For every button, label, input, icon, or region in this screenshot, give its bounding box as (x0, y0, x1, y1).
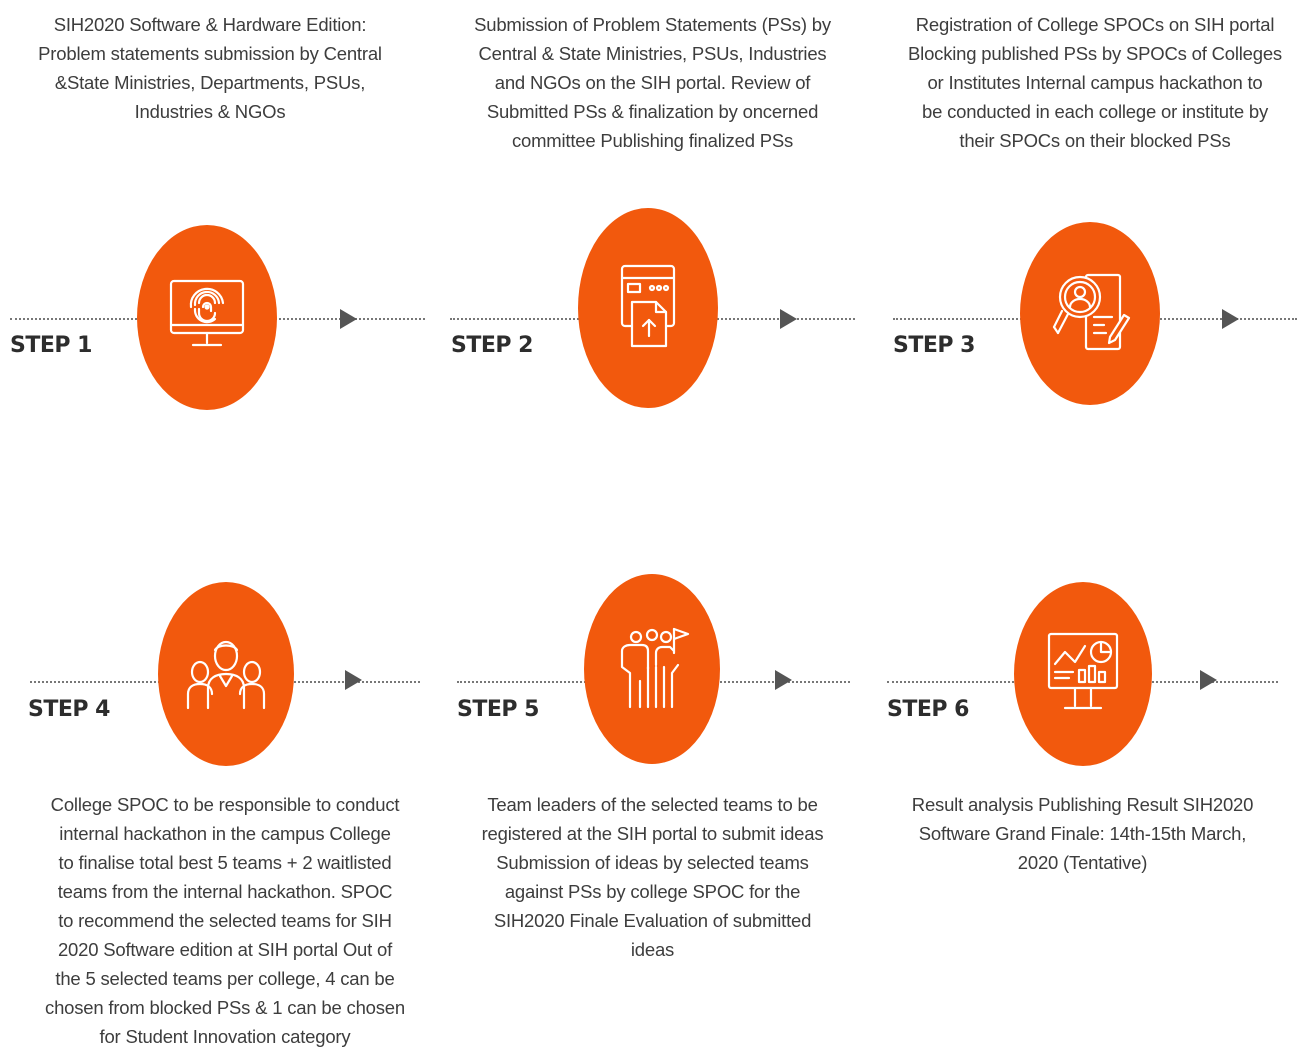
step-3-label: STEP 3 (893, 333, 975, 358)
step-5-description: Team leaders of the selected teams to be… (481, 794, 824, 960)
step-4-description: College SPOC to be responsible to conduc… (45, 794, 405, 1047)
profile-search-document-icon (1046, 267, 1134, 360)
step-4-arrow (345, 670, 362, 690)
step-6-label: STEP 6 (887, 697, 969, 722)
step-3-description: Registration of College SPOCs on SIH por… (908, 14, 1282, 151)
step-2-description: Submission of Problem Statements (PSs) b… (474, 14, 831, 151)
step-4-circle (158, 582, 294, 766)
computer-fingerprint-icon (163, 271, 251, 364)
step-5-arrow (775, 670, 792, 690)
step-2-circle (578, 208, 718, 408)
presentation-analytics-icon (1039, 628, 1127, 721)
browser-upload-document-icon (604, 262, 692, 355)
team-leader-flag-icon (608, 623, 696, 716)
step-1-arrow (340, 309, 357, 329)
step-2-arrow (780, 309, 797, 329)
step-6-arrow (1200, 670, 1217, 690)
team-people-icon (182, 628, 270, 721)
step-5-circle (584, 574, 720, 764)
step-6-description: Result analysis Publishing Result SIH202… (911, 794, 1254, 873)
step-1-description: SIH2020 Software & Hardware Edition: Pro… (38, 14, 382, 122)
step-6-circle (1014, 582, 1152, 766)
step-5-label: STEP 5 (457, 697, 539, 722)
step-2-label: STEP 2 (451, 333, 533, 358)
step-1-circle (137, 225, 277, 410)
step-4-label: STEP 4 (28, 697, 110, 722)
step-3-circle (1020, 222, 1160, 405)
step-3-arrow (1222, 309, 1239, 329)
step-1-label: STEP 1 (10, 333, 92, 358)
